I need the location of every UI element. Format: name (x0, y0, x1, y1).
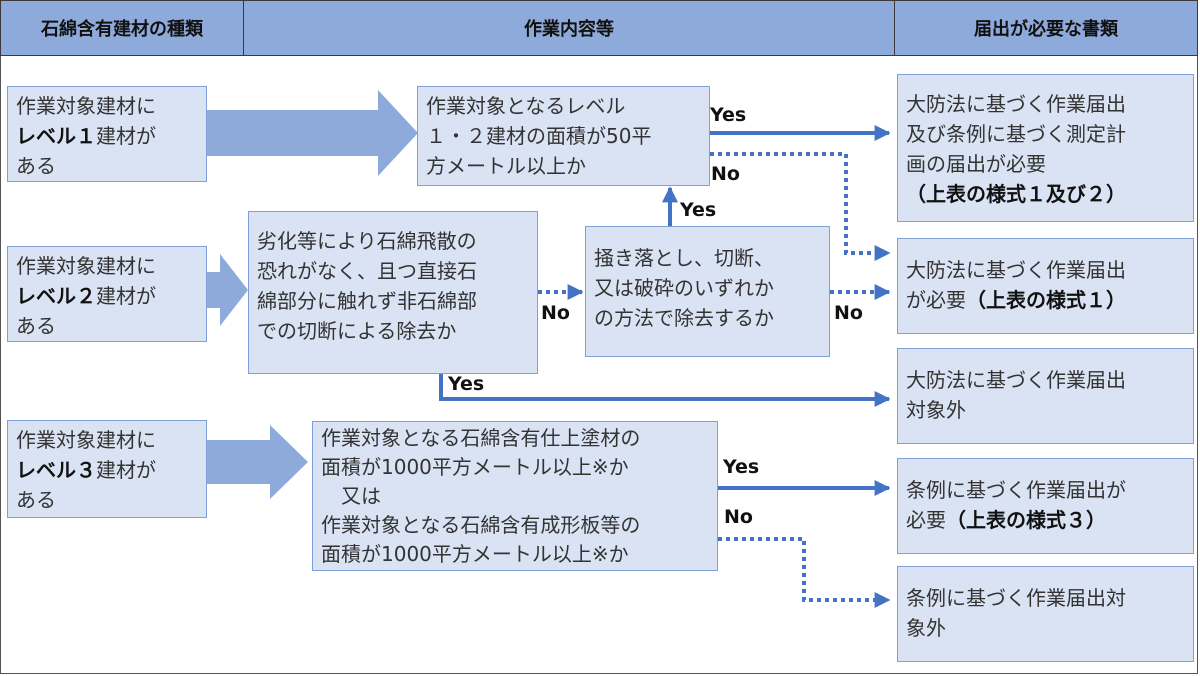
deterioration-line1: 劣化等により石綿飛散の (257, 229, 477, 253)
deterioration-yes-arrow (439, 374, 891, 407)
level2-box: 作業対象建材に レベル２建材が ある (7, 246, 207, 342)
area12-no-arrow (710, 152, 891, 261)
r1-line4: （上表の様式１及び２） (906, 179, 1185, 209)
result-notification-form-1: 大防法に基づく作業届出 が必要（上表の様式１） (897, 238, 1194, 334)
r1-line1: 大防法に基づく作業届出 (906, 92, 1126, 116)
area3-line3: 又は (321, 484, 381, 508)
question-removal-method: 掻き落とし、切断、 又は破砕のいずれか の方法で除去するか (585, 226, 830, 357)
label-area12-yes: Yes (710, 104, 747, 126)
level2-block-arrow (207, 254, 248, 326)
r2-line1: 大防法に基づく作業届出 (906, 258, 1126, 282)
label-area12-no: No (711, 163, 740, 185)
level2-line2: レベル２建材が (16, 281, 198, 311)
deterioration-line4: での切断による除去か (257, 319, 457, 343)
area3-line1: 作業対象となる石綿含有仕上塗材の (321, 426, 641, 450)
area12-line3: 方メートル以上か (426, 154, 586, 178)
level3-suffix: 建材が (96, 458, 156, 482)
result-not-subject-air-law: 大防法に基づく作業届出 対象外 (897, 348, 1194, 444)
level3-line2: レベル３建材が (16, 455, 198, 485)
r4-prefix: 必要 (906, 508, 946, 532)
method-line3: の方法で除去するか (594, 306, 774, 330)
label-method-yes: Yes (680, 199, 717, 221)
level2-suffix: 建材が (96, 284, 156, 308)
label-area3-yes: Yes (723, 456, 760, 478)
area12-line1: 作業対象となるレベル (426, 94, 626, 118)
r4-line2: 必要（上表の様式３） (906, 505, 1185, 535)
r3-line1: 大防法に基づく作業届出 (906, 368, 1126, 392)
r2-prefix: が必要 (906, 288, 966, 312)
level3-box: 作業対象建材に レベル３建材が ある (7, 420, 207, 518)
header-material-type: 石綿含有建材の種類 (0, 0, 244, 56)
r2-line2: が必要（上表の様式１） (906, 285, 1185, 315)
level1-strong: レベル１ (16, 124, 96, 148)
label-method-no: No (834, 302, 863, 324)
question-area-level12: 作業対象となるレベル １・２建材の面積が50平 方メートル以上か (417, 86, 710, 186)
r1-line2: 及び条例に基づく測定計 (906, 122, 1126, 146)
method-line2: 又は破砕のいずれか (594, 276, 774, 300)
level2-line3: ある (16, 314, 56, 338)
r2-strong: （上表の様式１） (966, 288, 1126, 312)
area3-line4: 作業対象となる石綿含有成形板等の (321, 513, 641, 537)
r5-line2: 象外 (906, 616, 946, 640)
area3-no-arrow (718, 537, 891, 608)
level1-block-arrow (206, 90, 418, 176)
result-not-subject-ordinance: 条例に基づく作業届出対 象外 (897, 566, 1194, 662)
r1-line3: 画の届出が必要 (906, 152, 1046, 176)
r5-line1: 条例に基づく作業届出対 (906, 586, 1126, 610)
label-area3-no: No (724, 506, 753, 528)
question-deterioration: 劣化等により石綿飛散の 恐れがなく、且つ直接石 綿部分に触れず非石綿部 での切断… (248, 211, 538, 374)
area12-line2: １・２建材の面積が50平 (426, 124, 652, 148)
deterioration-line3: 綿部分に触れず非石綿部 (257, 289, 477, 313)
level1-suffix: 建材が (96, 124, 156, 148)
label-deterioration-yes: Yes (448, 373, 485, 395)
result-notification-forms-1-2: 大防法に基づく作業届出 及び条例に基づく測定計 画の届出が必要 （上表の様式１及… (897, 74, 1194, 222)
level1-line2: レベル１建材が (16, 121, 198, 151)
deterioration-line2: 恐れがなく、且つ直接石 (257, 259, 477, 283)
r1-strong: （上表の様式１及び２） (906, 182, 1126, 206)
r3-line2: 対象外 (906, 398, 966, 422)
level3-line1: 作業対象建材に (16, 428, 156, 452)
level3-strong: レベル３ (16, 458, 96, 482)
level1-line1: 作業対象建材に (16, 94, 156, 118)
r4-line1: 条例に基づく作業届出が (906, 478, 1126, 502)
result-notification-form-3: 条例に基づく作業届出が 必要（上表の様式３） (897, 458, 1194, 554)
level3-line3: ある (16, 488, 56, 512)
area3-line2: 面積が1000平方メートル以上※か (321, 455, 629, 479)
header-required-documents: 届出が必要な書類 (894, 0, 1198, 56)
level3-block-arrow (207, 425, 308, 499)
level1-box: 作業対象建材に レベル１建材が ある (7, 86, 207, 182)
method-line1: 掻き落とし、切断、 (594, 246, 774, 270)
question-area-level3: 作業対象となる石綿含有仕上塗材の 面積が1000平方メートル以上※か 又は 作業… (312, 421, 718, 571)
header-work-content: 作業内容等 (243, 0, 895, 56)
label-deterioration-no: No (541, 302, 570, 324)
r4-strong: （上表の様式３） (946, 508, 1106, 532)
level2-line1: 作業対象建材に (16, 254, 156, 278)
level1-line3: ある (16, 154, 56, 178)
area3-line5: 面積が1000平方メートル以上※か (321, 542, 629, 566)
level2-strong: レベル２ (16, 284, 96, 308)
